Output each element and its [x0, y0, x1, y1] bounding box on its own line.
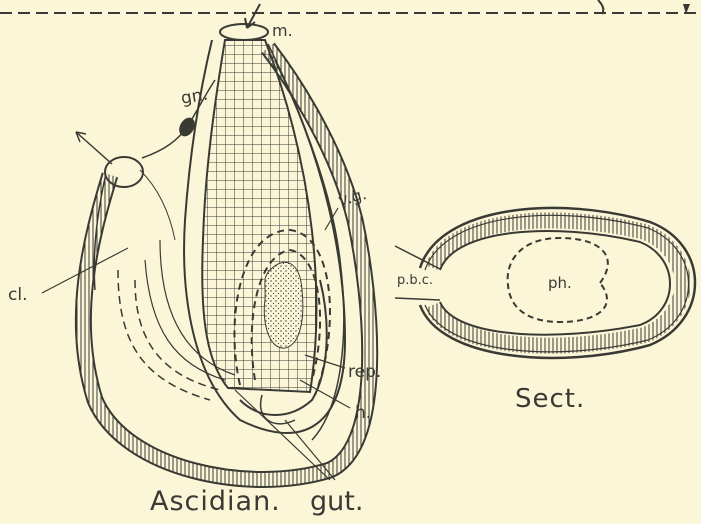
label-cl: cl. [8, 285, 27, 305]
mouth-opening [220, 24, 268, 40]
ganglion-nerve-2 [140, 170, 175, 240]
label-rep: rep. [348, 362, 381, 382]
label-ascidian: Ascidian. [150, 486, 281, 517]
label-ph: ph. [548, 274, 572, 292]
label-pbc: p.b.c. [397, 273, 433, 288]
label-h: h. [355, 403, 371, 423]
label-m: m. [272, 21, 293, 40]
atrial-siphon [105, 157, 143, 187]
stomach [264, 262, 303, 348]
exhalant-arrow [76, 132, 112, 164]
label-gn: gn. [179, 85, 209, 109]
section-line-bottom [395, 298, 440, 300]
label-gut: gut. [310, 486, 363, 517]
label-sect: Sect. [515, 384, 585, 414]
corner-mark [598, 0, 603, 14]
